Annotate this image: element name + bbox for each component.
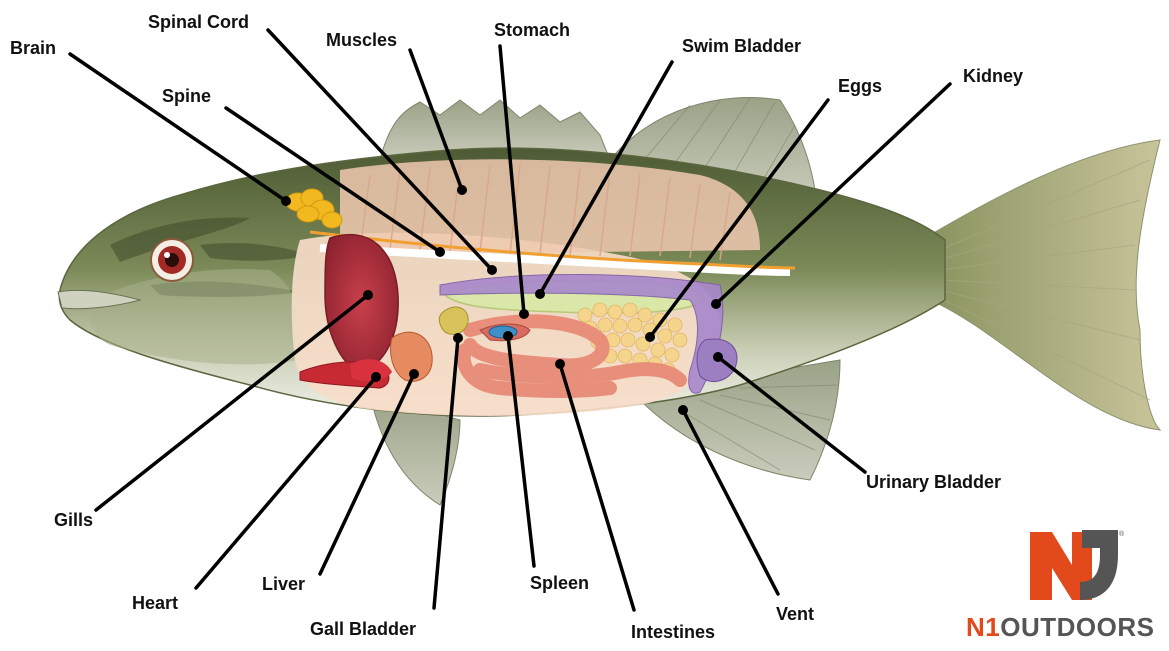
- label-gills: Gills: [54, 510, 93, 531]
- label-muscles: Muscles: [326, 30, 397, 51]
- label-intestines: Intestines: [631, 622, 715, 643]
- label-urinary-bladder: Urinary Bladder: [866, 472, 1001, 493]
- label-kidney: Kidney: [963, 66, 1023, 87]
- n1outdoors-logo-text: N1OUTDOORS: [966, 612, 1154, 643]
- n1-logo-mark: ®: [1030, 530, 1125, 600]
- label-gall-bladder: Gall Bladder: [310, 619, 416, 640]
- label-stomach: Stomach: [494, 20, 570, 41]
- label-swim-bladder: Swim Bladder: [682, 36, 801, 57]
- label-spine: Spine: [162, 86, 211, 107]
- label-vent: Vent: [776, 604, 814, 625]
- label-liver: Liver: [262, 574, 305, 595]
- label-brain: Brain: [10, 38, 56, 59]
- logo-prefix: N1: [966, 612, 1000, 642]
- label-heart: Heart: [132, 593, 178, 614]
- label-eggs: Eggs: [838, 76, 882, 97]
- label-spinal-cord: Spinal Cord: [148, 12, 249, 33]
- svg-text:®: ®: [1119, 530, 1125, 538]
- gall-bladder: [439, 307, 468, 334]
- label-spleen: Spleen: [530, 573, 589, 594]
- logo-suffix: OUTDOORS: [1000, 612, 1154, 642]
